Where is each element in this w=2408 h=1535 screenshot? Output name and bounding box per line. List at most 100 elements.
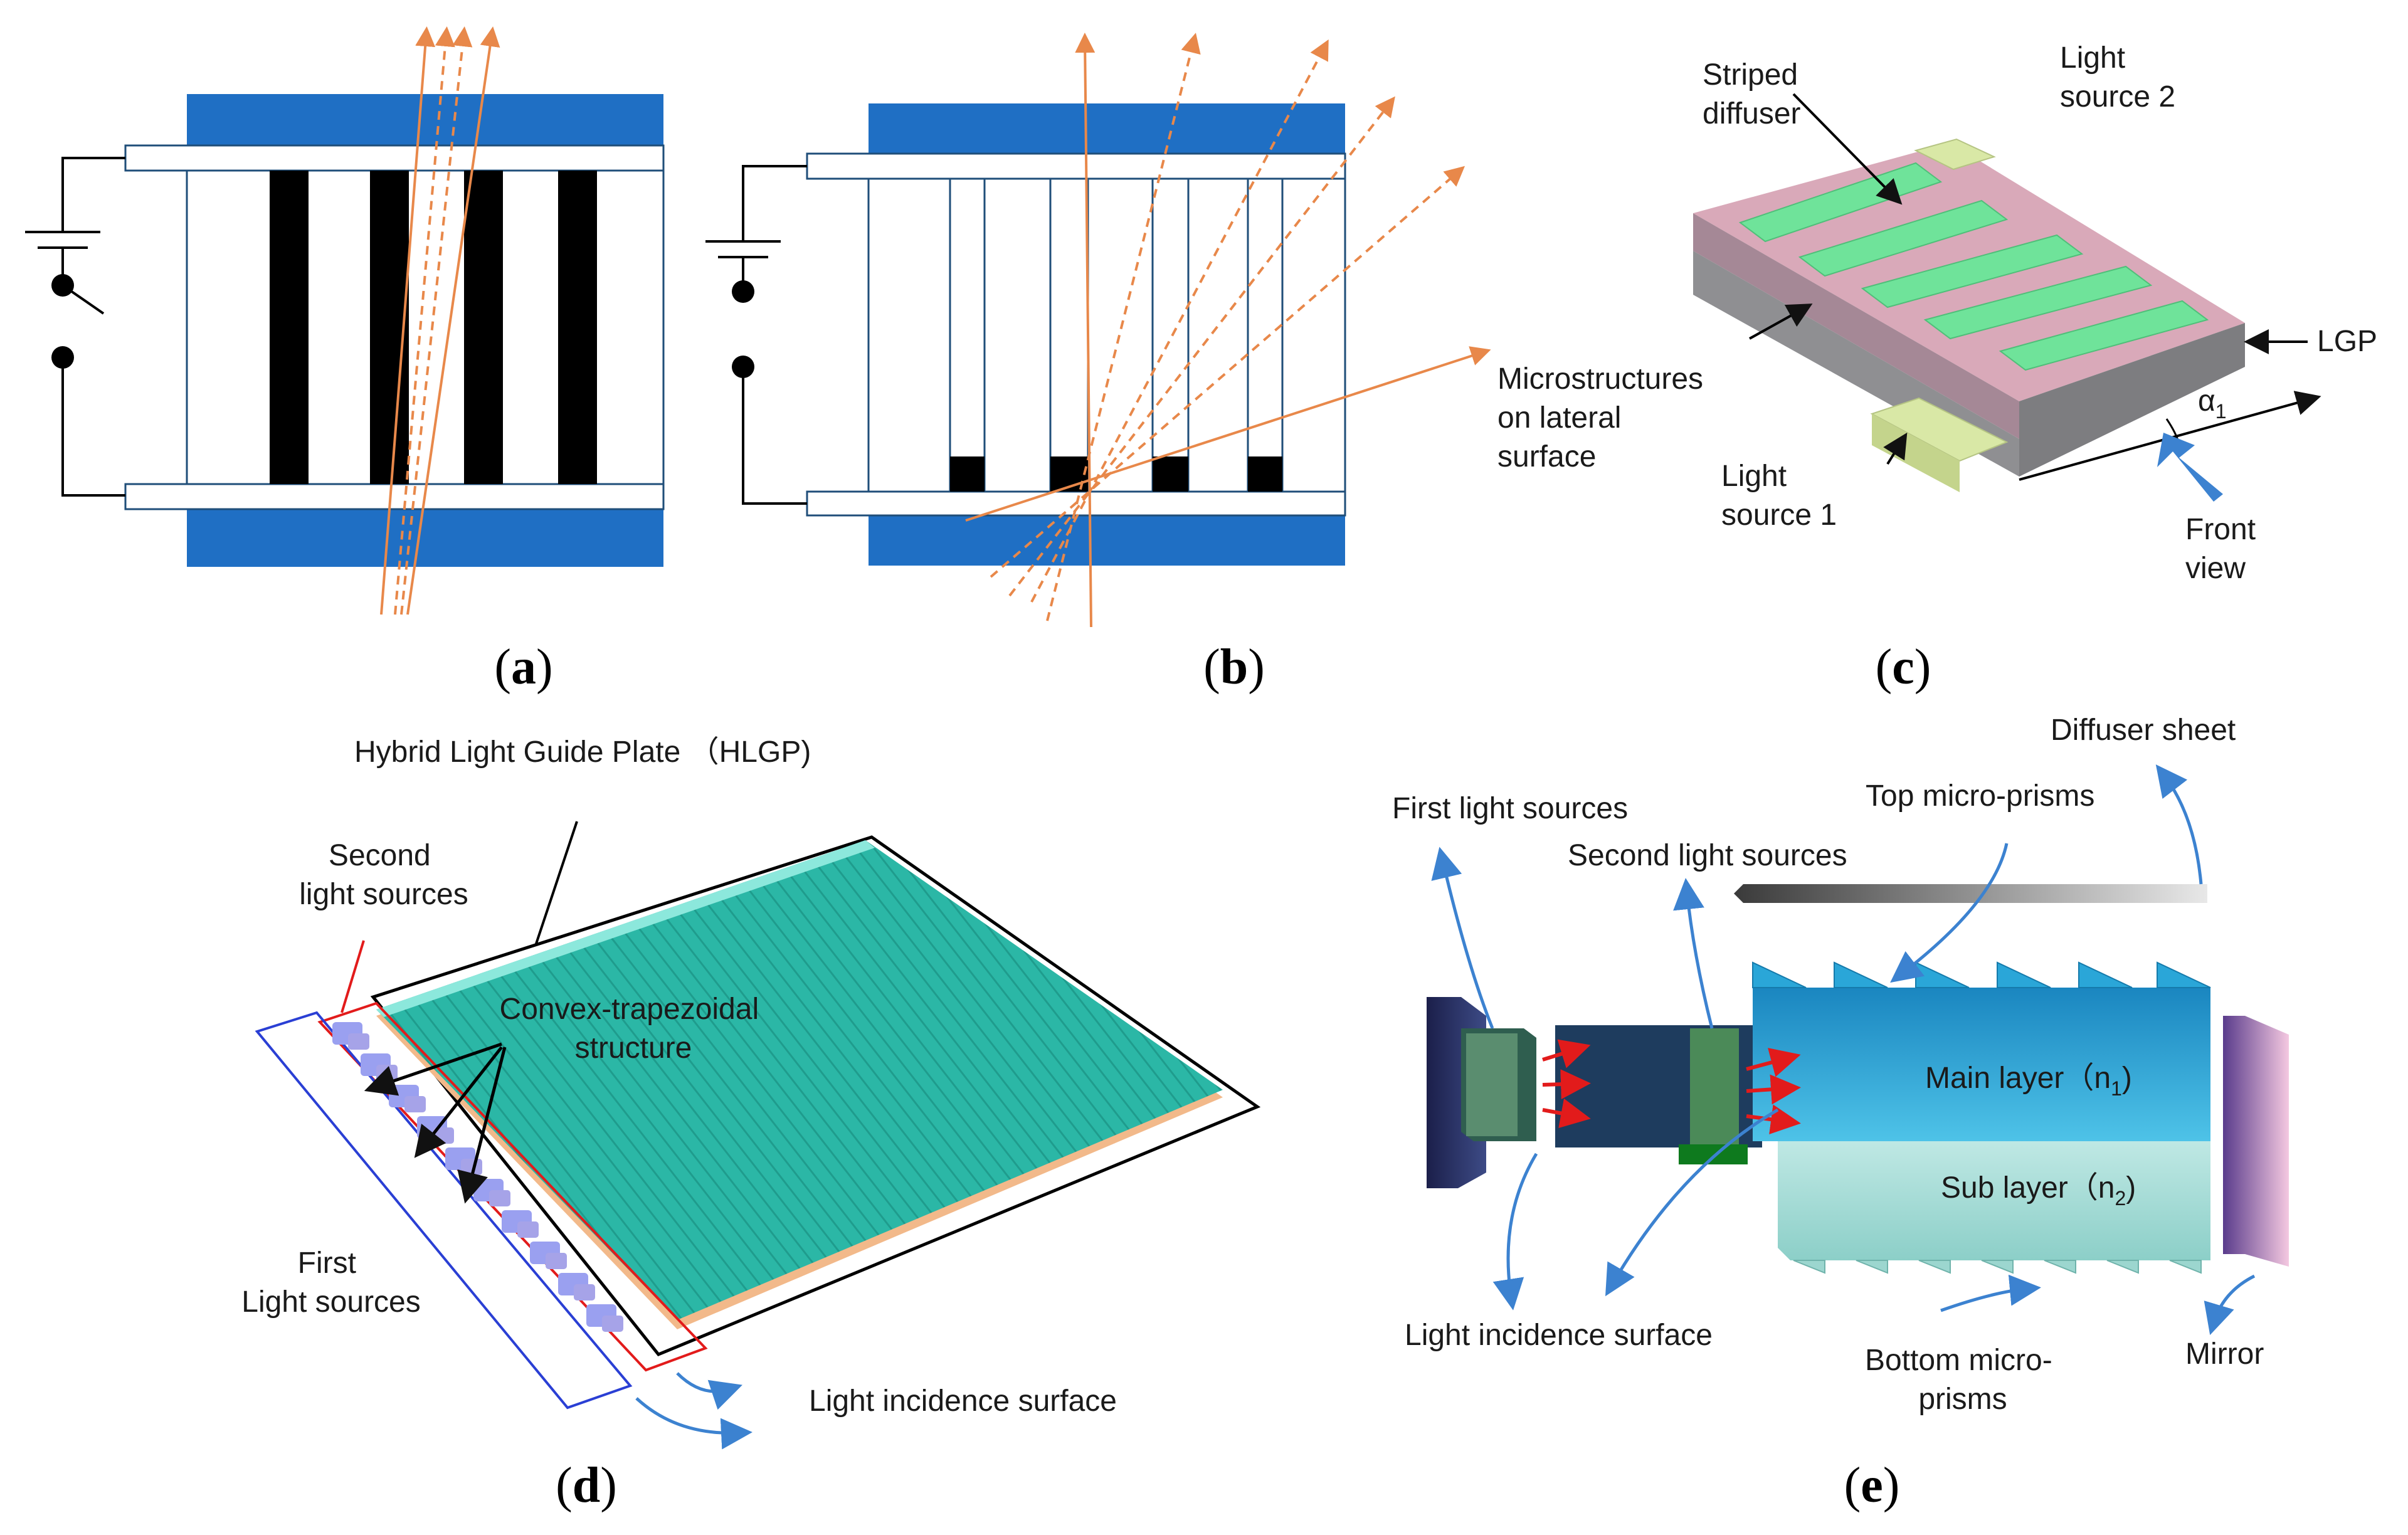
settled-particles xyxy=(1248,456,1282,492)
cell-region xyxy=(867,177,1346,493)
diffuser-label: Diffuser sheet xyxy=(2051,714,2236,747)
ray-solid xyxy=(380,26,436,615)
lgp-front-left xyxy=(1693,213,2019,439)
incidence-leader-1 xyxy=(1492,1153,1538,1311)
settled-particles xyxy=(1153,456,1188,492)
striped-diffuser-label: Striped diffuser xyxy=(1703,58,1806,130)
sub-layer xyxy=(1778,1141,2210,1260)
main-layer xyxy=(1753,988,2210,1141)
diffuser-stripe xyxy=(1798,199,2009,277)
convex-arrow xyxy=(364,1042,502,1096)
second-sources-emitter xyxy=(1690,1028,1739,1147)
striped-diffuser-leader xyxy=(1792,93,1903,205)
convex-label: Convex-trapezoidal structure xyxy=(500,993,768,1065)
panel-a: (a) xyxy=(25,26,665,695)
led-second xyxy=(574,1284,595,1300)
ray-dashed xyxy=(990,166,1465,578)
diffuser-stripe xyxy=(1923,265,2153,340)
switch-node xyxy=(732,280,754,303)
plate-edge xyxy=(376,840,875,1017)
light-source-2 xyxy=(1914,138,1996,171)
second-sources-label: Second light sources xyxy=(1568,839,1847,872)
ray-solid xyxy=(1075,33,1096,628)
light-source-2-label: Light source 2 xyxy=(2060,41,2175,113)
first-sources-leader xyxy=(1431,847,1494,1029)
switch-node xyxy=(51,346,74,369)
led-second xyxy=(546,1253,567,1269)
led-second xyxy=(517,1221,539,1238)
incidence-label: Light incidence surface xyxy=(1405,1319,1713,1352)
bottom-glass xyxy=(124,483,665,510)
incidence-label: Light incidence surface xyxy=(809,1385,1117,1418)
first-sources-outline xyxy=(255,1011,633,1410)
mirror xyxy=(2223,1016,2289,1267)
ray-dashed xyxy=(394,26,455,615)
main-layer-label: Main layer（n1) xyxy=(1925,1062,2132,1100)
diffuser-leader xyxy=(2155,764,2203,885)
top-prisms-leader xyxy=(1890,843,2009,983)
lgp-edge-leader xyxy=(1749,303,1813,340)
bottom-electrode xyxy=(869,515,1345,566)
incidence-leader-2 xyxy=(1605,1108,1779,1297)
top-prisms xyxy=(1752,961,2211,988)
ray-dashed xyxy=(1046,33,1201,621)
diffuser-stripe xyxy=(1861,234,2084,309)
first-sources-label: First Light sources xyxy=(241,1247,421,1319)
led-second xyxy=(348,1033,369,1050)
bottom-prisms-label: Bottom micro- prisms xyxy=(1865,1344,2061,1416)
ray-solid xyxy=(406,26,500,615)
incidence-arrow xyxy=(635,1397,752,1450)
panel-d: Hybrid Light Guide Plate （HLGP) xyxy=(241,736,1261,1513)
front-view-arrow xyxy=(2157,433,2223,502)
microstructures-label: Microstructures on lateral surface xyxy=(1497,362,1711,473)
panel-e: Diffuser sheet Top micro-prisms First li… xyxy=(1392,714,2289,1513)
lgp-label: LGP xyxy=(2317,325,2377,358)
mirror-leader xyxy=(2204,1274,2256,1336)
switch-node xyxy=(732,356,754,378)
hlgp-leader xyxy=(535,821,578,944)
switch-node xyxy=(51,274,74,297)
second-sources-leader xyxy=(341,940,365,1013)
caption-a: (a) xyxy=(494,640,552,695)
lgp-front-right xyxy=(2019,323,2245,477)
led-second xyxy=(489,1190,510,1206)
top-electrode xyxy=(187,94,663,152)
light-source-1-label: Light source 1 xyxy=(1721,460,1837,532)
panel-b: Microstructures on lateral surface (b) xyxy=(705,33,1711,695)
top-glass xyxy=(124,144,665,172)
incidence-arrow xyxy=(676,1372,742,1410)
top-electrode xyxy=(869,103,1345,154)
first-sources-face xyxy=(1466,1033,1518,1136)
first-sources-label: First light sources xyxy=(1392,792,1628,825)
caption-c: (c) xyxy=(1876,640,1931,695)
hlgp-label: Hybrid Light Guide Plate （HLGP) xyxy=(354,736,811,769)
bottom-prisms-leader xyxy=(1940,1274,2041,1312)
diffuser-sheet xyxy=(1734,884,2207,903)
sub-layer-label: Sub layer（n2) xyxy=(1941,1171,2136,1210)
bottom-electrode xyxy=(187,509,663,567)
led-second xyxy=(602,1316,623,1332)
caption-e: (e) xyxy=(1844,1458,1900,1513)
convex-arrow xyxy=(414,1046,503,1158)
black-stripe xyxy=(558,171,597,484)
top-glass xyxy=(806,152,1346,180)
teal-plate xyxy=(376,840,1223,1320)
second-sources-label: Second light sources xyxy=(299,839,468,911)
circuit-wire xyxy=(705,165,807,505)
diffuser-stripe xyxy=(1999,300,2209,371)
black-stripe xyxy=(270,171,309,484)
settled-particles xyxy=(950,456,985,492)
circuit-wire xyxy=(25,157,125,497)
second-sources-leader xyxy=(1673,878,1714,1029)
caption-d: (d) xyxy=(556,1458,617,1513)
front-view-label: Front view xyxy=(2185,513,2264,585)
second-sources-base xyxy=(1679,1144,1748,1164)
light-source-1-leader xyxy=(1883,432,1908,465)
led-second xyxy=(404,1096,426,1112)
ray-lateral xyxy=(965,346,1491,522)
ray-dashed xyxy=(400,26,473,615)
convex-arrow xyxy=(457,1047,507,1204)
mirror-label: Mirror xyxy=(2185,1337,2264,1371)
panel-c: α1 Striped diffuser Light source 2 LGP L… xyxy=(1693,41,2377,695)
